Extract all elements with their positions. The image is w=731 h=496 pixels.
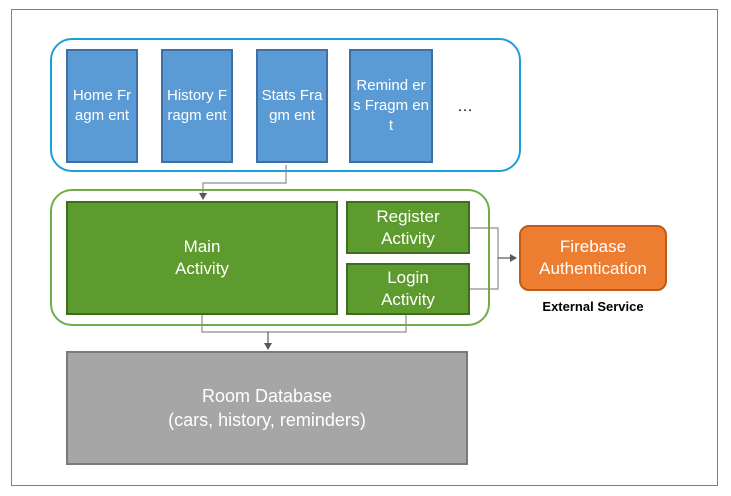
login-activity-box: Login Activity: [346, 263, 470, 315]
more-fragments-ellipsis: …: [457, 98, 473, 115]
register-to-firebase-connector: [470, 227, 499, 258]
main-activity-line2: Activity: [175, 259, 229, 278]
main-activity-line1: Main: [183, 237, 221, 256]
main-to-database-connector: [201, 315, 268, 333]
database-line1: Room Database: [201, 386, 333, 406]
database-line2: (cars, history, reminders): [168, 410, 366, 430]
register-activity-line1: Register: [376, 206, 440, 226]
room-database-box: Room Database (cars, history, reminders): [66, 351, 468, 465]
history-fragment-box: History Fragm ent: [161, 49, 233, 163]
home-fragment-label: Home Fragm ent: [72, 87, 132, 124]
login-to-database-connector: [268, 315, 407, 333]
register-activity-line2: Activity: [381, 228, 435, 248]
firebase-line1: Firebase: [559, 237, 627, 256]
stats-fragment-label: Stats Fragm ent: [261, 87, 323, 124]
firebase-line2: Authentication: [539, 259, 647, 278]
home-fragment-box: Home Fragm ent: [66, 49, 138, 163]
main-activity-box: Main Activity: [66, 201, 338, 315]
login-activity-line2: Activity: [381, 290, 435, 309]
login-to-firebase-connector: [470, 258, 499, 290]
diagram-frame: [11, 9, 718, 486]
firebase-authentication-box: Firebase Authentication: [519, 225, 667, 291]
reminders-fragment-label: Remind ers Fragm ent: [353, 77, 429, 134]
register-activity-box: Register Activity: [346, 201, 470, 254]
activities-group: [50, 189, 490, 326]
login-activity-line1: Login: [387, 268, 429, 287]
reminders-fragment-box: Remind ers Fragm ent: [349, 49, 433, 163]
external-service-label: External Service: [542, 299, 644, 314]
stats-fragment-box: Stats Fragm ent: [256, 49, 328, 163]
fragments-to-main-arrow: [199, 165, 287, 200]
history-fragment-label: History Fragm ent: [167, 87, 227, 124]
